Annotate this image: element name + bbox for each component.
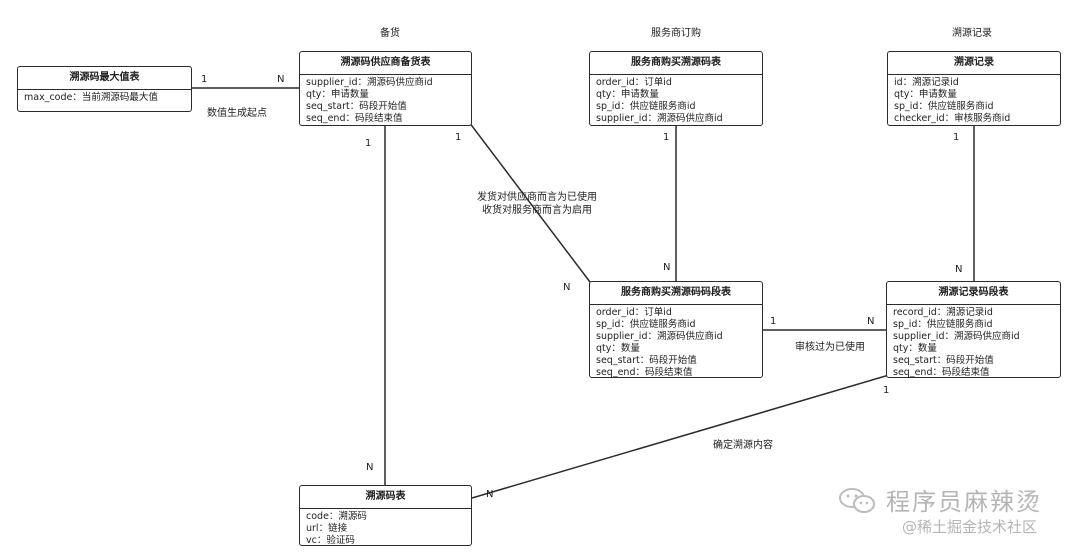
entity-sp-order-segment[interactable]: 服务商购买溯源码码段表 order_id：订单id sp_id：供应链服务商id… xyxy=(589,281,763,378)
wechat-icon xyxy=(839,488,875,513)
field-row: seq_end：码段结束值 xyxy=(596,367,693,378)
field-row: url：链接 xyxy=(306,523,348,534)
watermark-subtitle: @稀土掘金技术社区 xyxy=(902,518,1038,536)
field-row: sp_id：供应链服务商id xyxy=(596,101,696,112)
field-row: code：溯源码 xyxy=(306,511,367,522)
entity-supplier-stock[interactable]: 溯源码供应商备货表 supplier_id：溯源码供应商id qty：申请数量 … xyxy=(299,51,472,126)
relation-label-line: 收货对服务商而言为启用 xyxy=(482,205,592,216)
field-row: qty：数量 xyxy=(596,343,640,354)
cardinality-label: N xyxy=(563,282,571,293)
field-row: supplier_id：溯源码供应商id xyxy=(596,113,723,124)
relation-label: 确定溯源内容 xyxy=(713,440,773,451)
field-row: sp_id：供应链服务商id xyxy=(894,101,994,112)
field-row: qty：申请数量 xyxy=(596,89,659,100)
cardinality-label: N xyxy=(867,316,875,327)
line-record-segment-to-code xyxy=(471,374,890,499)
field-row: qty：申请数量 xyxy=(306,89,369,100)
entity-max-code[interactable]: 溯源码最大值表 max_code：当前溯源码最大值 xyxy=(17,66,192,112)
field-row: sp_id：供应链服务商id xyxy=(596,319,696,330)
relation-label-line: 发货对供应商而言为已使用 xyxy=(477,192,597,203)
field-row: seq_start：码段开始值 xyxy=(893,355,994,366)
cardinality-label: 1 xyxy=(883,385,890,396)
field-row: id：溯源记录id xyxy=(894,77,959,88)
cardinality-label: 1 xyxy=(953,132,960,143)
entity-title: 溯源码供应商备货表 xyxy=(300,52,471,75)
field-row: record_id：溯源记录id xyxy=(893,307,993,318)
entity-title: 溯源记录 xyxy=(888,52,1060,75)
field-row: seq_start：码段开始值 xyxy=(306,101,407,112)
watermark-title: 程序员麻辣烫 xyxy=(886,488,1042,516)
watermark: 程序员麻辣烫 @稀土掘金技术社区 xyxy=(836,482,1076,548)
cardinality-label: 1 xyxy=(770,316,777,327)
section-title-stock: 备货 xyxy=(380,28,400,39)
cardinality-label: N xyxy=(663,262,671,273)
field-row: supplier_id：溯源码供应商id xyxy=(893,331,1020,342)
entity-trace-code[interactable]: 溯源码表 code：溯源码 url：链接 vc：验证码 xyxy=(299,485,472,546)
cardinality-label: 1 xyxy=(365,138,372,149)
relation-label: 发货对供应商而言为已使用 收货对服务商而言为启用 xyxy=(477,191,597,217)
field-row: order_id：订单id xyxy=(596,307,672,318)
entity-title: 溯源码最大值表 xyxy=(18,67,191,90)
field-row: seq_start：码段开始值 xyxy=(596,355,697,366)
field-row: sp_id：供应链服务商id xyxy=(893,319,993,330)
field-row: vc：验证码 xyxy=(306,535,355,546)
entity-title: 溯源记录码段表 xyxy=(887,282,1060,305)
field-row: seq_end：码段结束值 xyxy=(893,367,990,378)
field-row: seq_end：码段结束值 xyxy=(306,113,403,124)
entity-title: 服务商购买溯源码表 xyxy=(590,52,762,75)
cardinality-label: 1 xyxy=(201,74,208,85)
field-row: supplier_id：溯源码供应商id xyxy=(306,77,433,88)
cardinality-label: N xyxy=(955,264,963,275)
entity-title: 溯源码表 xyxy=(300,486,471,509)
field-row: supplier_id：溯源码供应商id xyxy=(596,331,723,342)
field-row: checker_id：审核服务商id xyxy=(894,113,1011,124)
cardinality-label: N xyxy=(366,462,374,473)
cardinality-label: N xyxy=(486,489,494,500)
cardinality-label: 1 xyxy=(663,132,670,143)
field-row: qty：申请数量 xyxy=(894,89,957,100)
field-row: max_code：当前溯源码最大值 xyxy=(24,92,158,103)
relation-label: 数值生成起点 xyxy=(207,108,267,119)
entity-title: 服务商购买溯源码码段表 xyxy=(590,282,762,305)
line-stock-to-order-segment xyxy=(468,121,594,287)
field-row: order_id：订单id xyxy=(596,77,672,88)
section-title-trace: 溯源记录 xyxy=(952,28,992,39)
field-row: qty：数量 xyxy=(893,343,937,354)
cardinality-label: 1 xyxy=(455,132,462,143)
entity-trace-record-segment[interactable]: 溯源记录码段表 record_id：溯源记录id sp_id：供应链服务商id … xyxy=(886,281,1061,378)
entity-trace-record[interactable]: 溯源记录 id：溯源记录id qty：申请数量 sp_id：供应链服务商id c… xyxy=(887,51,1061,126)
relation-label: 审核过为已使用 xyxy=(795,342,865,353)
section-title-order: 服务商订购 xyxy=(651,28,701,39)
cardinality-label: N xyxy=(277,74,285,85)
entity-sp-order[interactable]: 服务商购买溯源码表 order_id：订单id qty：申请数量 sp_id：供… xyxy=(589,51,763,126)
